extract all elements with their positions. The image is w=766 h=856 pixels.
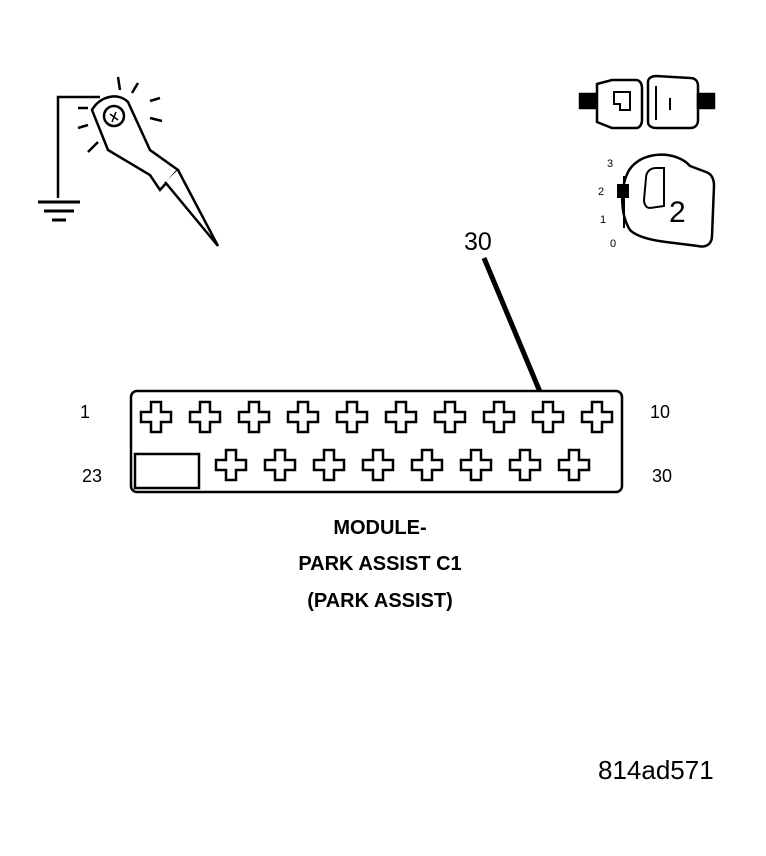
pin-cavity (188, 400, 222, 434)
pin-cavity (361, 448, 395, 482)
test-light-probe-icon (38, 76, 220, 247)
pin-cavity (139, 400, 173, 434)
pin-label-1: 1 (80, 402, 90, 422)
pin-cavity (384, 400, 418, 434)
caption-line-2: PARK ASSIST C1 (298, 553, 461, 575)
caption-line-3: (PARK ASSIST) (307, 590, 453, 612)
pin-cavity (508, 448, 542, 482)
connector-key-blank (133, 452, 201, 490)
pin-label-10: 10 (650, 402, 670, 422)
pin-cavity (482, 400, 516, 434)
pin-cavity (410, 448, 444, 482)
pin-cavity (263, 448, 297, 482)
callout-number: 30 (464, 228, 492, 256)
ignition-position-1: 1 (600, 214, 606, 226)
pin-cavity (286, 400, 320, 434)
ignition-selected-position: 2 (669, 196, 686, 229)
caption-line-1: MODULE- (333, 517, 426, 539)
pin-cavity (580, 400, 614, 434)
ignition-switch-icon: 3 2 1 0 2 (598, 153, 716, 250)
pin-label-30: 30 (652, 466, 672, 486)
pin-cavity (335, 400, 369, 434)
pin-label-23: 23 (82, 466, 102, 486)
pin-cavity (433, 400, 467, 434)
ground-symbol-icon (38, 200, 80, 222)
connector-pins (139, 400, 614, 482)
ignition-position-3: 3 (607, 158, 613, 170)
ignition-position-0: 0 (610, 238, 616, 250)
pin-cavity (237, 400, 271, 434)
pin-cavity (459, 448, 493, 482)
pin-cavity (557, 448, 591, 482)
ignition-position-2: 2 (598, 186, 604, 198)
pin-cavity (214, 448, 248, 482)
disconnected-connector-icon (578, 74, 716, 130)
figure-id: 814ad571 (598, 755, 714, 785)
pin-cavity (531, 400, 565, 434)
pin-cavity (312, 448, 346, 482)
connector-face (129, 389, 624, 494)
